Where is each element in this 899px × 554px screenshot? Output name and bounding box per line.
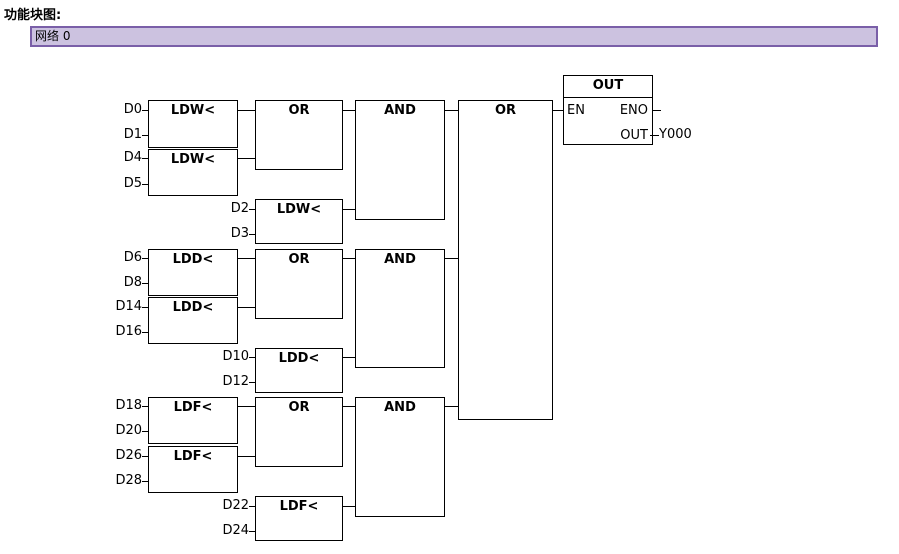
connector-line (343, 506, 355, 507)
or-block[interactable]: OR (255, 100, 343, 170)
connector-line (343, 258, 355, 259)
ldf-block[interactable]: LDF< (255, 496, 343, 541)
and-block[interactable]: AND (355, 100, 445, 220)
and-block[interactable]: AND (355, 249, 445, 368)
block-label: OR (288, 103, 310, 118)
connector-line (238, 158, 255, 159)
operand-label[interactable]: D18 (115, 398, 142, 413)
block-label: OR (288, 400, 310, 415)
operand-label[interactable]: D1 (123, 127, 142, 142)
pin-tick (142, 406, 148, 407)
out-block-title: OUT (564, 76, 652, 98)
pin-tick (142, 283, 148, 284)
eno-tick (653, 110, 661, 111)
block-label: LDD< (172, 252, 214, 267)
out-block-body: EN ENO OUT (564, 98, 652, 144)
ldd-block[interactable]: LDD< (148, 249, 238, 296)
block-label: LDF< (279, 499, 319, 514)
ldd-block[interactable]: LDD< (255, 348, 343, 393)
block-label: LDW< (276, 202, 322, 217)
operand-label[interactable]: D0 (123, 102, 142, 117)
pin-tick (142, 332, 148, 333)
out-block[interactable]: OUT EN ENO OUT (563, 75, 653, 145)
pin-tick (142, 431, 148, 432)
connector-line (343, 406, 355, 407)
eno-pin-label: ENO (619, 103, 648, 118)
connector-line (238, 406, 255, 407)
operand-label[interactable]: D3 (230, 226, 249, 241)
block-label: OR (494, 103, 517, 118)
operand-label[interactable]: D4 (123, 150, 142, 165)
block-label: AND (384, 252, 416, 267)
pin-tick (249, 382, 255, 383)
operand-label[interactable]: D2 (230, 201, 249, 216)
operand-label[interactable]: D22 (222, 498, 249, 513)
pin-tick (142, 158, 148, 159)
operand-label[interactable]: D14 (115, 299, 142, 314)
network-label: 网络 0 (35, 29, 71, 43)
ldf-block[interactable]: LDF< (148, 397, 238, 444)
connector-line (343, 357, 355, 358)
or-block[interactable]: OR (255, 397, 343, 467)
connector-line (238, 456, 255, 457)
pin-tick (249, 531, 255, 532)
operand-label[interactable]: D26 (115, 448, 142, 463)
connector-line (238, 110, 255, 111)
pin-tick (142, 258, 148, 259)
operand-label[interactable]: D6 (123, 250, 142, 265)
block-label: AND (384, 103, 416, 118)
out-operand-label[interactable]: Y000 (659, 127, 692, 142)
operand-label[interactable]: D5 (123, 176, 142, 191)
pin-tick (142, 135, 148, 136)
out-pin-label: OUT (620, 128, 648, 143)
pin-tick (249, 234, 255, 235)
block-label: LDW< (170, 152, 216, 167)
connector-line (445, 110, 458, 111)
block-label: LDW< (170, 103, 216, 118)
out-operand-tick (650, 135, 659, 136)
and-block[interactable]: AND (355, 397, 445, 517)
block-label: AND (384, 400, 416, 415)
operand-label[interactable]: D12 (222, 374, 249, 389)
connector-line (343, 110, 355, 111)
operand-label[interactable]: D8 (123, 275, 142, 290)
operand-label[interactable]: D16 (115, 324, 142, 339)
page-title: 功能块图: (4, 8, 62, 23)
block-label: LDD< (278, 351, 320, 366)
operand-label[interactable]: D28 (115, 473, 142, 488)
network-header[interactable]: 网络 0 (30, 26, 878, 47)
pin-tick (142, 110, 148, 111)
pin-tick (249, 209, 255, 210)
operand-label[interactable]: D20 (115, 423, 142, 438)
pin-tick (142, 307, 148, 308)
operand-label[interactable]: D10 (222, 349, 249, 364)
block-label: OR (288, 252, 310, 267)
ldw-block[interactable]: LDW< (148, 100, 238, 148)
pin-tick (142, 456, 148, 457)
operand-label[interactable]: D24 (222, 523, 249, 538)
or-block[interactable]: OR (255, 249, 343, 319)
connector-line (238, 307, 255, 308)
pin-tick (249, 506, 255, 507)
block-label: LDD< (172, 300, 214, 315)
connector-line (238, 258, 255, 259)
connector-line (445, 258, 458, 259)
connector-line (553, 110, 563, 111)
pin-tick (142, 481, 148, 482)
connector-line (445, 406, 458, 407)
ldd-block[interactable]: LDD< (148, 297, 238, 344)
block-label: LDF< (173, 449, 213, 464)
block-label: LDF< (173, 400, 213, 415)
or-block[interactable]: OR (458, 100, 553, 420)
ldw-block[interactable]: LDW< (255, 199, 343, 244)
connector-line (343, 209, 355, 210)
pin-tick (249, 357, 255, 358)
pin-tick (142, 184, 148, 185)
ldw-block[interactable]: LDW< (148, 149, 238, 196)
ldf-block[interactable]: LDF< (148, 446, 238, 493)
en-pin-label: EN (567, 103, 585, 118)
